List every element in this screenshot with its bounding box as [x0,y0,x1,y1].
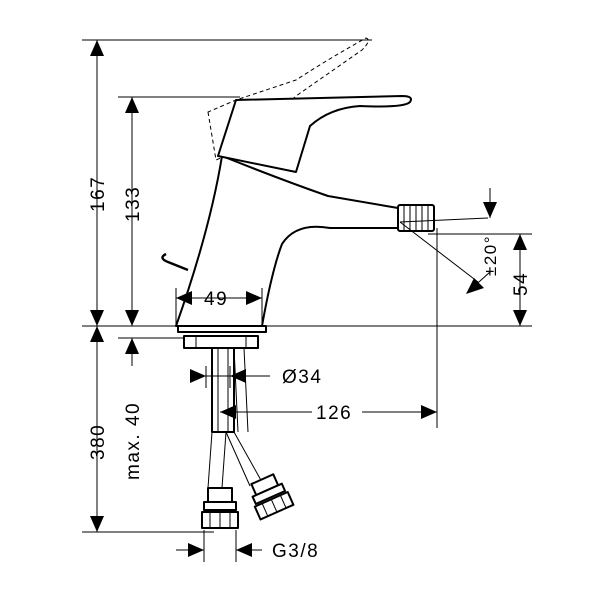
popup-rod [161,252,189,272]
dim-hole-diameter-label: Ø34 [282,367,322,388]
hose-nut-right [250,473,295,521]
extension-lines [82,39,532,533]
dim-body-width-label: 49 [204,289,228,310]
dimension-deck-thickness: max. 40 [123,338,144,480]
dimension-total-height: 167 [88,40,109,326]
faucet-body [175,155,399,327]
mounting-nut [183,335,259,349]
dimension-reach: 126 [220,403,437,424]
dim-deck-thickness-label: max. 40 [123,402,144,480]
dim-outlet-height-label: 54 [511,272,532,296]
threaded-shank [211,347,235,433]
dimension-outlet-height: 54 [511,234,532,326]
base-flange [177,325,267,333]
dimension-connection-thread: G3/8 [176,530,319,562]
dimension-hole-diameter: Ø34 [190,366,322,388]
dim-hose-length-label: 380 [88,424,109,460]
dim-total-height-label: 167 [88,176,109,212]
hose-nut-left [201,487,239,529]
dim-spout-angle-label: ±20° [481,235,500,276]
dim-connection-thread-label: G3/8 [272,541,319,562]
dimension-spout-height: 133 [123,97,144,326]
dimension-spout-angle: ±20° [399,188,500,294]
lever-handle [217,95,412,173]
lever-raised-outline [207,37,369,161]
dim-spout-height-label: 133 [123,186,144,222]
dimension-hose-length: 380 [88,326,109,532]
dimension-body-width: 49 [175,288,263,326]
dim-reach-label: 126 [316,403,352,424]
supply-hoses [201,347,295,529]
faucet [161,37,435,349]
